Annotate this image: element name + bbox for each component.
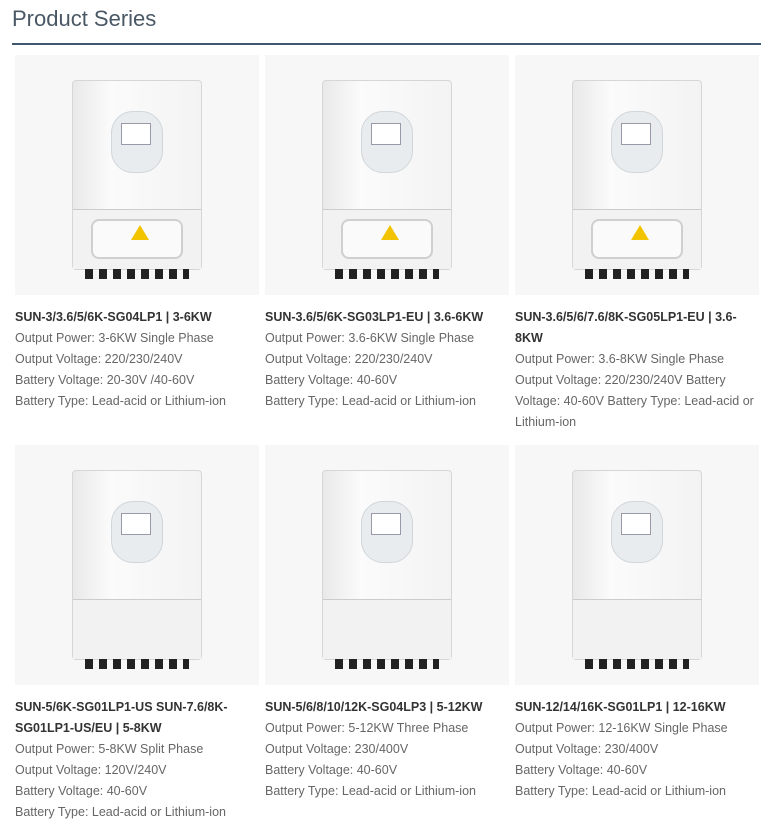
product-name[interactable]: SUN-5/6/8/10/12K-SG04LP3 | 5-12KW	[265, 700, 483, 714]
product-card[interactable]: SUN-5/6K-SG01LP1-US SUN-7.6/8K-SG01LP1-U…	[15, 445, 259, 823]
cable-ports	[335, 659, 439, 669]
product-spec: Output Voltage: 120V/240V	[15, 763, 167, 777]
product-name[interactable]: SUN-12/14/16K-SG01LP1 | 12-16KW	[515, 700, 726, 714]
product-spec: Battery Voltage: 40-60V	[265, 763, 398, 777]
inverter-illustration	[72, 80, 202, 279]
inverter-illustration	[322, 470, 452, 669]
product-spec: Output Power: 3.6-6KW Single Phase	[265, 331, 475, 345]
product-image[interactable]	[265, 55, 509, 295]
cable-ports	[85, 269, 189, 279]
product-spec: Output Voltage: 220/230/240V Battery Vol…	[515, 373, 754, 429]
cable-ports	[335, 269, 439, 279]
product-name[interactable]: SUN-3.6/5/6K-SG03LP1-EU | 3.6-6KW	[265, 310, 484, 324]
warning-label	[591, 219, 683, 259]
product-spec: Battery Voltage: 20-30V /40-60V	[15, 373, 195, 387]
product-spec: Output Voltage: 220/230/240V	[15, 352, 183, 366]
product-spec: Battery Type: Lead-acid or Lithium-ion	[15, 394, 226, 408]
warning-label	[341, 219, 433, 259]
product-name[interactable]: SUN-3.6/5/6/7.6/8K-SG05LP1-EU | 3.6-8KW	[515, 310, 737, 345]
product-card[interactable]: SUN-3/3.6/5/6K-SG04LP1 | 3-6KW Output Po…	[15, 55, 259, 412]
lower-cover	[73, 599, 201, 659]
product-image[interactable]	[515, 445, 759, 685]
product-name[interactable]: SUN-5/6K-SG01LP1-US SUN-7.6/8K-SG01LP1-U…	[15, 700, 228, 735]
lower-cover	[573, 599, 701, 659]
product-spec: Output Voltage: 230/400V	[515, 742, 659, 756]
product-spec: Output Voltage: 230/400V	[265, 742, 409, 756]
cable-ports	[585, 659, 689, 669]
warning-icon	[131, 225, 149, 240]
product-spec: Output Power: 3.6-8KW Single Phase	[515, 352, 725, 366]
product-spec: Battery Voltage: 40-60V	[515, 763, 648, 777]
product-image[interactable]	[265, 445, 509, 685]
product-card[interactable]: SUN-3.6/5/6K-SG03LP1-EU | 3.6-6KW Output…	[265, 55, 509, 412]
product-spec: Battery Type: Lead-acid or Lithium-ion	[515, 784, 726, 798]
display-screen	[621, 123, 651, 145]
product-spec: Output Power: 3-6KW Single Phase	[15, 331, 214, 345]
product-spec: Battery Voltage: 40-60V	[15, 784, 148, 798]
inverter-illustration	[322, 80, 452, 279]
cable-ports	[85, 659, 189, 669]
product-spec: Output Power: 5-8KW Split Phase	[15, 742, 204, 756]
product-card[interactable]: SUN-5/6/8/10/12K-SG04LP3 | 5-12KW Output…	[265, 445, 509, 802]
product-image[interactable]	[15, 445, 259, 685]
cable-ports	[585, 269, 689, 279]
product-spec: Battery Type: Lead-acid or Lithium-ion	[265, 784, 476, 798]
display-screen	[371, 123, 401, 145]
warning-label	[91, 219, 183, 259]
product-name[interactable]: SUN-3/3.6/5/6K-SG04LP1 | 3-6KW	[15, 310, 212, 324]
inverter-illustration	[572, 470, 702, 669]
product-spec: Battery Voltage: 40-60V	[265, 373, 398, 387]
product-spec: Battery Type: Lead-acid or Lithium-ion	[265, 394, 476, 408]
product-image[interactable]	[515, 55, 759, 295]
product-spec: Battery Type: Lead-acid or Lithium-ion	[15, 805, 226, 819]
warning-icon	[631, 225, 649, 240]
display-screen	[121, 513, 151, 535]
product-spec: Output Power: 12-16KW Single Phase	[515, 721, 728, 735]
inverter-illustration	[72, 470, 202, 669]
lower-cover	[323, 599, 451, 659]
product-spec: Output Voltage: 220/230/240V	[265, 352, 433, 366]
display-screen	[121, 123, 151, 145]
display-screen	[621, 513, 651, 535]
warning-icon	[381, 225, 399, 240]
product-card[interactable]: SUN-3.6/5/6/7.6/8K-SG05LP1-EU | 3.6-8KW …	[515, 55, 759, 433]
title-divider	[12, 43, 761, 45]
product-spec: Output Power: 5-12KW Three Phase	[265, 721, 469, 735]
product-card[interactable]: SUN-12/14/16K-SG01LP1 | 12-16KW Output P…	[515, 445, 759, 802]
inverter-illustration	[572, 80, 702, 279]
product-image[interactable]	[15, 55, 259, 295]
display-screen	[371, 513, 401, 535]
page-title: Product Series	[12, 6, 157, 31]
